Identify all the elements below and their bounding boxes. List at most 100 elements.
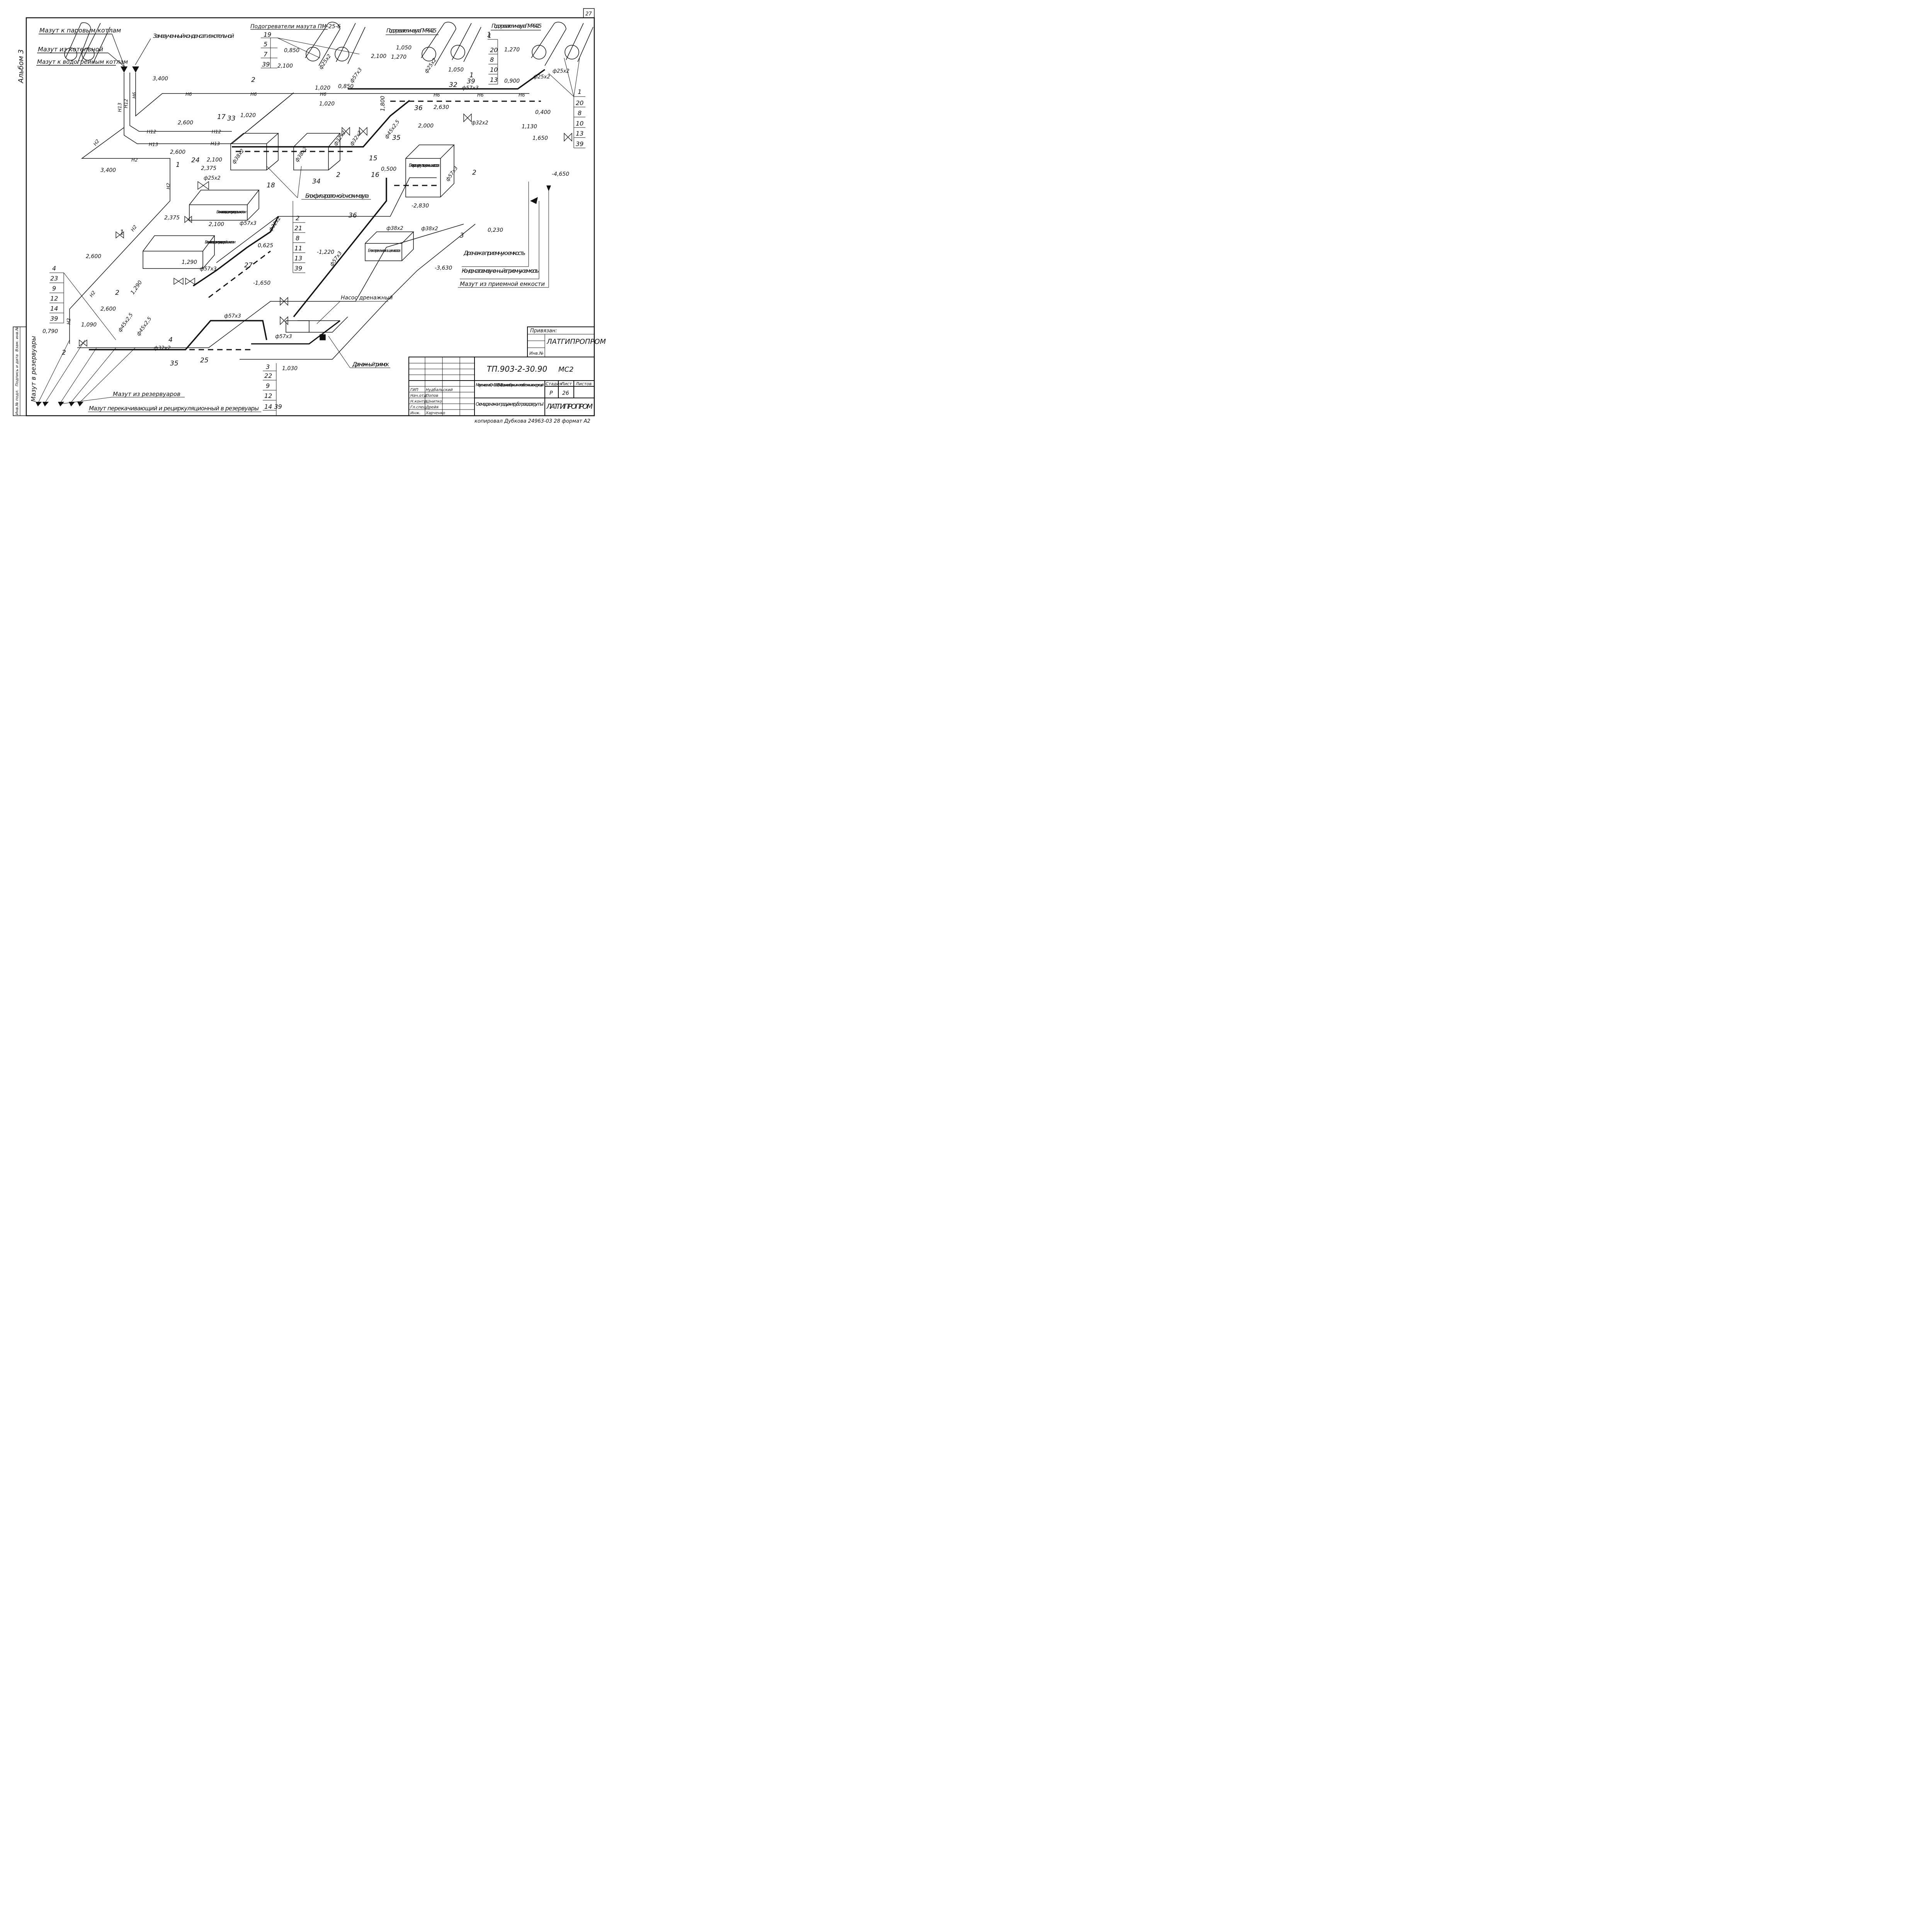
block-pumps-steam-label: Блок насосов подачи мазута к паровым кот… — [216, 209, 247, 214]
svg-text:ф57х3: ф57х3 — [200, 266, 217, 272]
svg-text:Н6: Н6 — [185, 92, 192, 97]
bound-label: Привязан: — [530, 328, 557, 334]
svg-text:Н2: Н2 — [130, 224, 138, 233]
block-filters — [230, 133, 341, 170]
svg-text:ф38х2: ф38х2 — [231, 148, 245, 165]
stamp-sheets-h: Листов — [575, 381, 592, 386]
svg-text:2,100: 2,100 — [207, 157, 222, 163]
svg-text:ф57х3: ф57х3 — [462, 85, 479, 91]
svg-text:24: 24 — [191, 156, 200, 164]
svg-text:1,270: 1,270 — [504, 47, 520, 53]
svg-text:2,000: 2,000 — [418, 123, 434, 129]
svg-text:3,400: 3,400 — [153, 76, 168, 82]
svg-text:0,790: 0,790 — [43, 328, 58, 335]
stamp-org: ЛАТГИПРОПРОМ — [546, 403, 593, 411]
tag-stack-4: 4 23 9 12 14 39 — [49, 265, 116, 340]
drain-pump-label: Насос дренажный — [341, 295, 393, 301]
bound-box — [527, 326, 595, 357]
block-pumps-steam — [189, 190, 260, 221]
svg-text:ф38х2: ф38х2 — [421, 226, 438, 232]
svg-text:Н12: Н12 — [147, 129, 156, 134]
drain-dashes — [97, 100, 541, 350]
svg-text:14 39: 14 39 — [264, 403, 282, 410]
svg-text:Н2: Н2 — [166, 183, 171, 189]
drain-pump — [286, 316, 348, 340]
svg-text:3,400: 3,400 — [100, 167, 116, 173]
svg-text:10: 10 — [576, 120, 583, 127]
svg-text:Н2: Н2 — [131, 157, 138, 163]
heater-pm25 — [64, 22, 111, 64]
stamp-code: ТП.903-2-30.90 — [487, 364, 547, 374]
svg-text:ф57х3: ф57х3 — [275, 334, 292, 340]
callouts: 1 1 1 1 2 2 2 2 2 15 16 17 18 24 25 27 3… — [62, 31, 491, 367]
svg-text:1: 1 — [488, 32, 492, 39]
pipe-57x3-bold-upper — [348, 69, 546, 90]
svg-text:36: 36 — [414, 104, 423, 112]
svg-text:ф25х2: ф25х2 — [204, 175, 221, 181]
svg-text:ф57х3: ф57х3 — [240, 221, 257, 226]
svg-text:8: 8 — [296, 235, 299, 242]
svg-text:14: 14 — [50, 305, 58, 312]
tag-stack-20-right: 1 20 8 10 13 39 — [548, 58, 585, 148]
svg-text:1,090: 1,090 — [81, 322, 97, 328]
svg-text:0,500: 0,500 — [381, 166, 396, 172]
pipe-h13-riser — [124, 73, 232, 144]
svg-text:20: 20 — [490, 46, 498, 54]
stamp-sheet-h: Лист — [561, 381, 572, 386]
svg-text:2,630: 2,630 — [434, 104, 449, 110]
svg-text:Гл.спец.: Гл.спец. — [410, 405, 427, 410]
svg-text:39: 39 — [294, 265, 302, 272]
svg-text:1,800: 1,800 — [380, 96, 386, 111]
svg-text:35: 35 — [170, 360, 179, 367]
label-condensate-boiler: Замазученный конденсат из котельной — [153, 32, 234, 39]
svg-text:Н.контр.: Н.контр. — [410, 399, 428, 404]
svg-text:22: 22 — [264, 372, 272, 379]
svg-text:21: 21 — [294, 224, 302, 232]
svg-text:2,100: 2,100 — [277, 63, 293, 69]
svg-text:1: 1 — [176, 161, 180, 169]
tag-stack-19: 19 5 7 39 — [261, 31, 360, 68]
svg-text:2,100: 2,100 — [209, 221, 224, 228]
svg-text:Н6: Н6 — [250, 92, 257, 97]
svg-text:1,270: 1,270 — [391, 54, 406, 60]
svg-text:ф38х2: ф38х2 — [294, 146, 308, 163]
svg-text:8: 8 — [578, 109, 582, 117]
svg-text:1,050: 1,050 — [448, 67, 464, 73]
svg-text:Попов: Попов — [426, 394, 438, 398]
pipe-h12-riser — [129, 73, 232, 132]
label-from-reservoirs: Мазут из резервуаров — [113, 391, 180, 398]
svg-text:9: 9 — [266, 382, 270, 389]
label-pmr64-b: Подогреватели мазута ПМР-64-15 — [492, 23, 542, 29]
svg-text:Н13: Н13 — [149, 142, 158, 147]
svg-text:16: 16 — [371, 171, 379, 179]
svg-text:ф57х3: ф57х3 — [445, 165, 459, 182]
svg-text:2: 2 — [62, 349, 66, 357]
svg-text:3: 3 — [460, 232, 464, 240]
pipe-57x3-bold-lower — [89, 320, 267, 350]
svg-text:ф57х3: ф57х3 — [349, 67, 363, 84]
svg-text:1,020: 1,020 — [240, 112, 256, 119]
pipe-size-labels: ф57х3 ф57х3 ф57х3 ф57х3 ф57х3 ф57х3 ф57х… — [117, 53, 570, 351]
pipe-mid-bold — [251, 320, 340, 345]
svg-text:2: 2 — [472, 169, 476, 177]
arrow-icon — [121, 66, 128, 73]
svg-text:1,020: 1,020 — [315, 85, 330, 91]
block-transfer-label: Блок перекачивающих насосов — [368, 248, 401, 253]
pipe-code-h12: Н12 — [123, 99, 129, 108]
inv-label: Инв.№ — [529, 351, 544, 356]
label-mazut-steam: Мазут к паровым котлам — [39, 27, 121, 34]
svg-text:Нач.отд.: Нач.отд. — [410, 394, 428, 398]
svg-text:23: 23 — [50, 275, 58, 282]
album-label: Альбом 3 — [17, 49, 25, 83]
svg-text:ф25х2: ф25х2 — [318, 53, 332, 70]
outer-frame — [26, 17, 595, 416]
svg-text:ф45х2,5: ф45х2,5 — [136, 316, 153, 337]
svg-text:Нудбальский: Нудбальский — [426, 388, 453, 392]
sheet-number-box — [583, 8, 595, 18]
svg-text:2,600: 2,600 — [100, 306, 116, 312]
block-recirculation — [405, 144, 455, 197]
svg-text:13: 13 — [576, 130, 583, 137]
label-pumping-return: Мазут перекачивающий и рециркуляционный … — [89, 405, 259, 412]
svg-text:ф45х2,5: ф45х2,5 — [117, 312, 134, 333]
svg-text:0,230: 0,230 — [488, 227, 503, 233]
